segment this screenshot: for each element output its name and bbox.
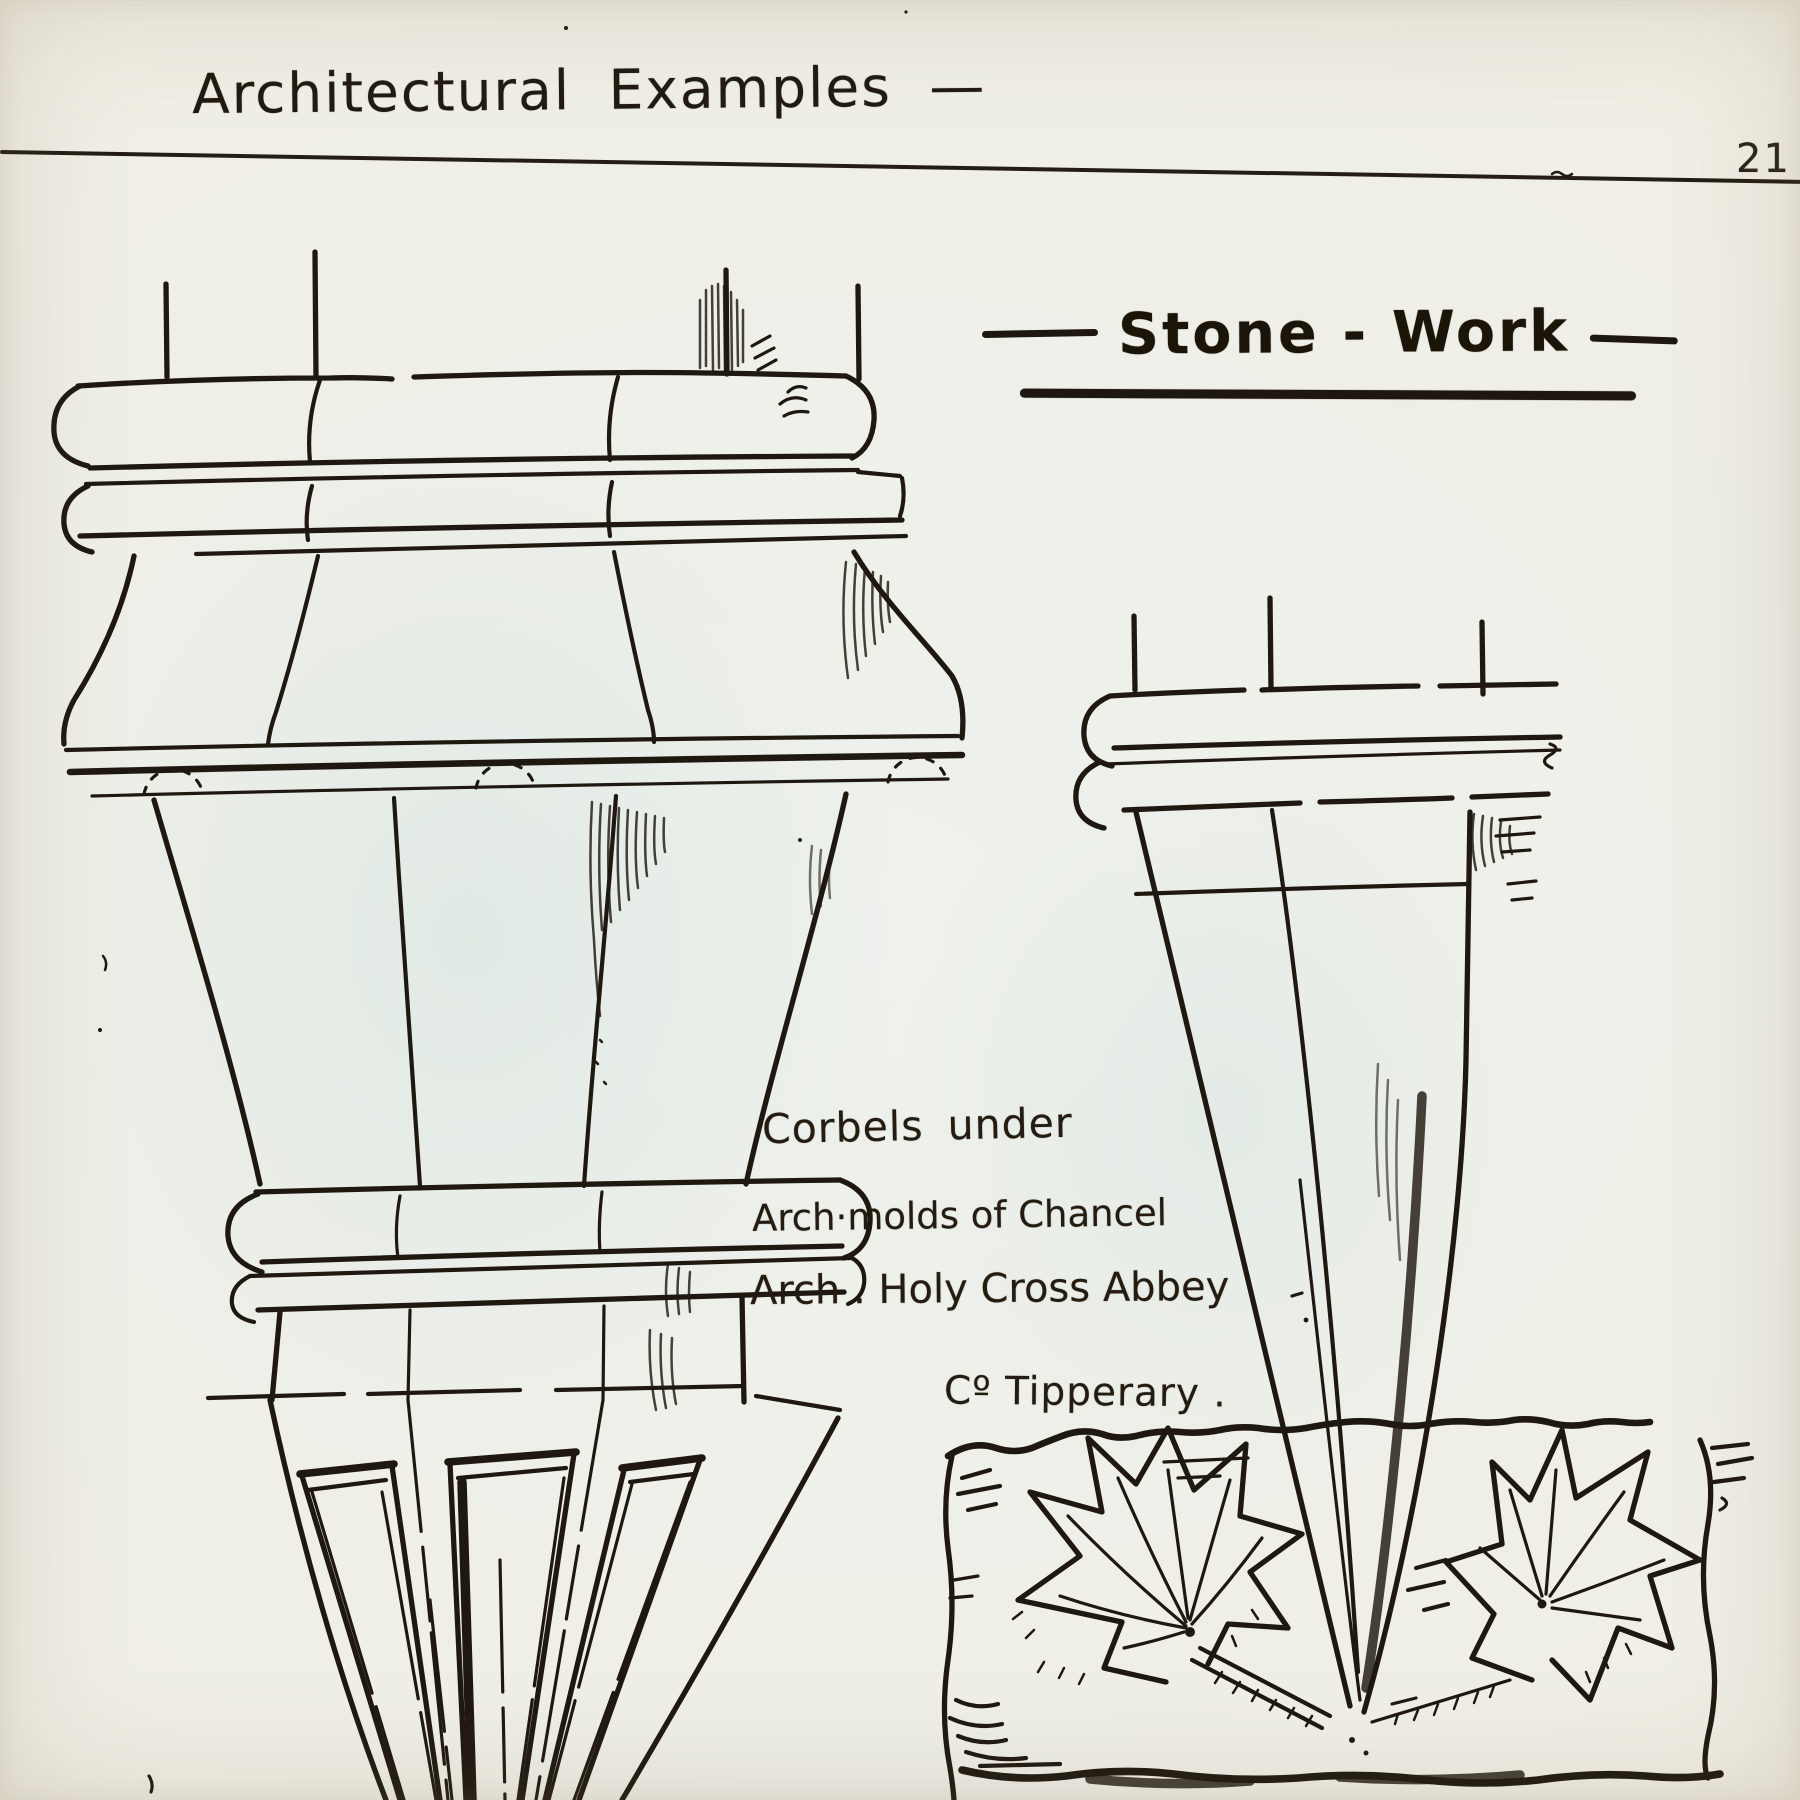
- right-corbel-shaft-lines: [1131, 595, 1486, 697]
- caption-line-4: Cº Tipperary .: [943, 1368, 1228, 1417]
- maple-leaf-right: [1370, 1427, 1703, 1726]
- left-corbel-bell: [151, 791, 849, 1189]
- stone-block-texture: [947, 1441, 1755, 1769]
- caption-line-2: Arch·molds of Chancel: [751, 1191, 1168, 1240]
- page-number: 21: [1736, 136, 1791, 182]
- caption-line-1: Corbels under: [761, 1098, 1074, 1154]
- maple-leaf-left: [1011, 1425, 1333, 1731]
- right-corbel-cap: [1073, 681, 1563, 902]
- left-corbel-grooved-point: [267, 1397, 841, 1800]
- caption-line-3: Arch . Holy Cross Abbey: [749, 1263, 1230, 1315]
- left-corbel-drawing: [51, 249, 966, 1800]
- right-corbel-drawing: [1073, 595, 1563, 1756]
- left-corbel-shaft-lines: [163, 249, 862, 418]
- stone-block-outline: [941, 1416, 1724, 1800]
- left-corbel-neck: [205, 1293, 843, 1413]
- paper-specks: [98, 10, 1574, 1794]
- right-corbel-body: [1133, 807, 1473, 1756]
- ornament-block-drawing: [941, 1416, 1755, 1800]
- left-corbel-collar: [225, 1177, 873, 1412]
- left-corbel-cap: [51, 369, 909, 557]
- left-corbel-ogee-flare: [61, 549, 966, 798]
